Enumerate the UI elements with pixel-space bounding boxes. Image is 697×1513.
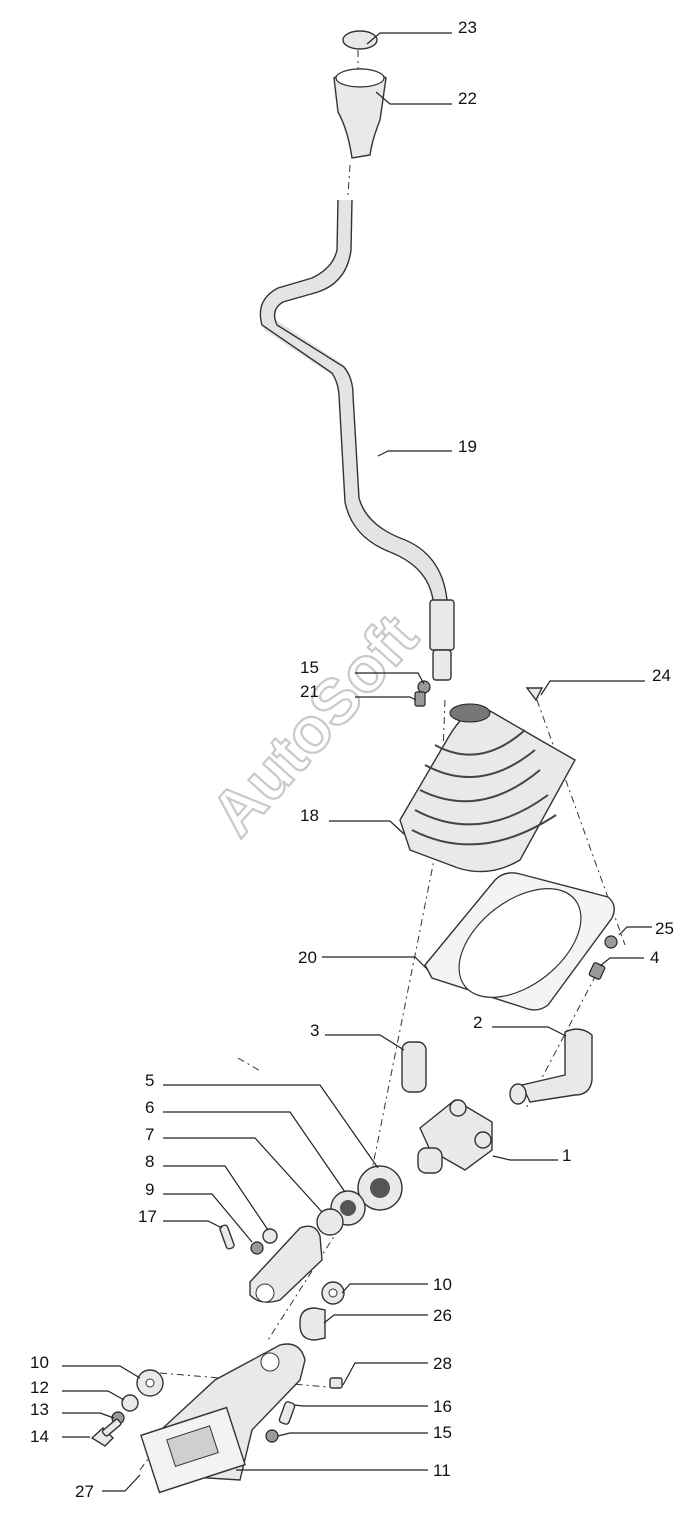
screw-16 [278,1401,296,1425]
callout-26: 26 [433,1306,452,1325]
knob-cap-23 [342,30,378,50]
callout-11: 11 [433,1461,451,1480]
callout-12: 12 [30,1378,49,1397]
callout-27: 27 [75,1482,94,1501]
callout-14: 14 [30,1427,49,1446]
nut-25 [604,935,618,949]
callout-10-lower: 10 [30,1353,49,1372]
housing-11 [140,1343,306,1494]
callout-10-upper: 10 [433,1275,452,1294]
callout-9: 9 [145,1180,154,1199]
callout-2: 2 [473,1013,482,1032]
pin-17 [219,1224,235,1250]
callout-8: 8 [145,1152,154,1171]
screw-24 [525,687,544,702]
sleeve-3 [401,1041,427,1093]
elbow-2 [520,1028,593,1103]
washer-8 [262,1228,278,1244]
callout-15: 15 [300,658,319,677]
lever-bracket [249,1225,323,1303]
callout-20: 20 [298,948,317,967]
callout-18: 18 [300,806,319,825]
screw-21 [414,691,426,707]
callout-21: 21 [300,682,319,701]
bushing-26 [299,1307,326,1341]
screw-4 [588,962,606,980]
callout-6: 6 [145,1098,154,1117]
washer-12 [121,1394,139,1412]
callout-25: 25 [655,919,674,938]
callout-17: 17 [138,1207,157,1226]
gear-lever-19 [260,199,450,641]
nut-9 [250,1241,264,1255]
callout-3: 3 [310,1021,319,1040]
callout-4: 4 [650,948,659,967]
gasket-20 [424,872,615,1011]
rubber-boot-18 [399,703,576,873]
callout-15-lower: 15 [433,1423,452,1442]
stud-28 [329,1377,343,1389]
callout-1: 1 [562,1146,571,1165]
ring-7 [316,1208,344,1236]
callout-16: 16 [433,1397,452,1416]
bolt-14 [90,1427,114,1447]
callout-7: 7 [145,1125,154,1144]
callout-13: 13 [30,1400,49,1419]
callout-19: 19 [458,437,477,456]
callout-labels: 23 22 19 15 21 24 18 25 20 4 2 3 5 1 6 7… [30,18,674,1501]
leader-lines [62,32,652,1492]
callout-23: 23 [458,18,477,37]
callout-22: 22 [458,89,477,108]
callout-28: 28 [433,1354,452,1373]
callout-5: 5 [145,1071,154,1090]
nut-15-lower [265,1429,279,1443]
callout-24: 24 [652,666,671,685]
